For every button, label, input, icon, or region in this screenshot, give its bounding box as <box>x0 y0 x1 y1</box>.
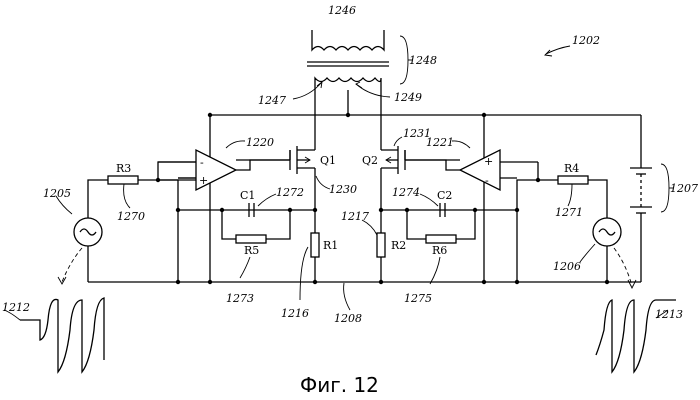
source-right-ref: 1206 <box>553 260 581 273</box>
transistor-q1 <box>290 146 315 174</box>
battery-ref: 1207 <box>670 182 698 195</box>
resistor-r5 <box>236 235 266 243</box>
r5-label: R5 <box>244 244 259 257</box>
opamp-left-plus: + <box>199 174 208 187</box>
figure-caption: Фиг. 12 <box>300 373 379 397</box>
r6-leader <box>430 257 440 284</box>
resistor-r2 <box>377 233 385 257</box>
q2-label: Q2 <box>362 154 378 167</box>
opamp-left-ref: 1220 <box>246 136 274 149</box>
c2-label: C2 <box>437 189 452 202</box>
r2-ref: 1217 <box>341 210 369 223</box>
r6-label: R6 <box>432 244 447 257</box>
arrow-head-1249 <box>356 82 362 88</box>
q1-leader <box>316 176 330 189</box>
c1-ref: 1272 <box>276 186 304 199</box>
transistor-q2 <box>381 146 405 174</box>
battery <box>630 164 673 213</box>
resistor-r6 <box>426 235 456 243</box>
opamp-right-minus: - <box>485 174 489 187</box>
r4-ref: 1271 <box>555 206 583 219</box>
source-left-arrowhead <box>58 277 66 284</box>
transformer-ref: 1246 <box>328 4 356 17</box>
wiring <box>88 90 641 282</box>
c1-leader <box>258 194 276 206</box>
source-left-ref: 1205 <box>43 187 71 200</box>
transformer-right-arrow-ref: 1249 <box>394 91 422 104</box>
q2-leader <box>394 137 402 146</box>
opamp-right-plus: + <box>484 155 493 168</box>
r6-ref: 1275 <box>404 292 432 305</box>
r5-leader <box>240 257 250 278</box>
q1-label: Q1 <box>320 154 336 167</box>
opamp-left-minus: - <box>200 156 204 169</box>
waveform-left <box>20 298 104 372</box>
junction-dots <box>156 113 609 284</box>
c1-label: C1 <box>240 189 255 202</box>
ac-source-right <box>593 218 621 246</box>
source-left-dashed-arrow <box>62 248 82 282</box>
q1-ref: 1230 <box>329 183 357 196</box>
source-right-leader <box>580 244 595 262</box>
transformer-left-arrow-ref: 1247 <box>258 94 286 107</box>
r2-label: R2 <box>391 239 406 252</box>
opamp-right-leader <box>452 141 470 148</box>
opamp-right-ref: 1221 <box>426 136 454 149</box>
resistor-r3 <box>108 176 138 184</box>
opamp-left-leader <box>226 141 245 148</box>
transformer <box>307 30 412 90</box>
waveform-right-ref: 1213 <box>655 308 683 321</box>
c2-leader <box>420 194 438 206</box>
r4-label: R4 <box>564 162 579 175</box>
r3-ref: 1270 <box>117 210 145 223</box>
r1-leader <box>300 247 308 300</box>
r5-ref: 1273 <box>226 292 254 305</box>
ground-bus-ref: 1208 <box>334 312 362 325</box>
c2-ref: 1274 <box>392 186 420 199</box>
resistor-r4 <box>558 176 588 184</box>
waveform-left-ref: 1212 <box>2 301 30 314</box>
figure-ref: 1202 <box>572 34 600 47</box>
source-right-arrowhead <box>628 280 636 288</box>
ac-source-left <box>74 218 102 246</box>
r1-ref: 1216 <box>281 307 309 320</box>
r3-label: R3 <box>116 162 131 175</box>
r1-label: R1 <box>323 239 338 252</box>
r3-leader <box>124 184 130 208</box>
resistor-r1 <box>311 233 319 257</box>
leader-1249 <box>356 84 390 97</box>
leader-1247 <box>293 82 322 99</box>
source-right-dashed-arrow <box>614 248 632 286</box>
transformer-assembly-ref: 1248 <box>409 54 437 67</box>
r4-leader <box>568 184 572 206</box>
ground-bus-leader <box>344 283 350 310</box>
